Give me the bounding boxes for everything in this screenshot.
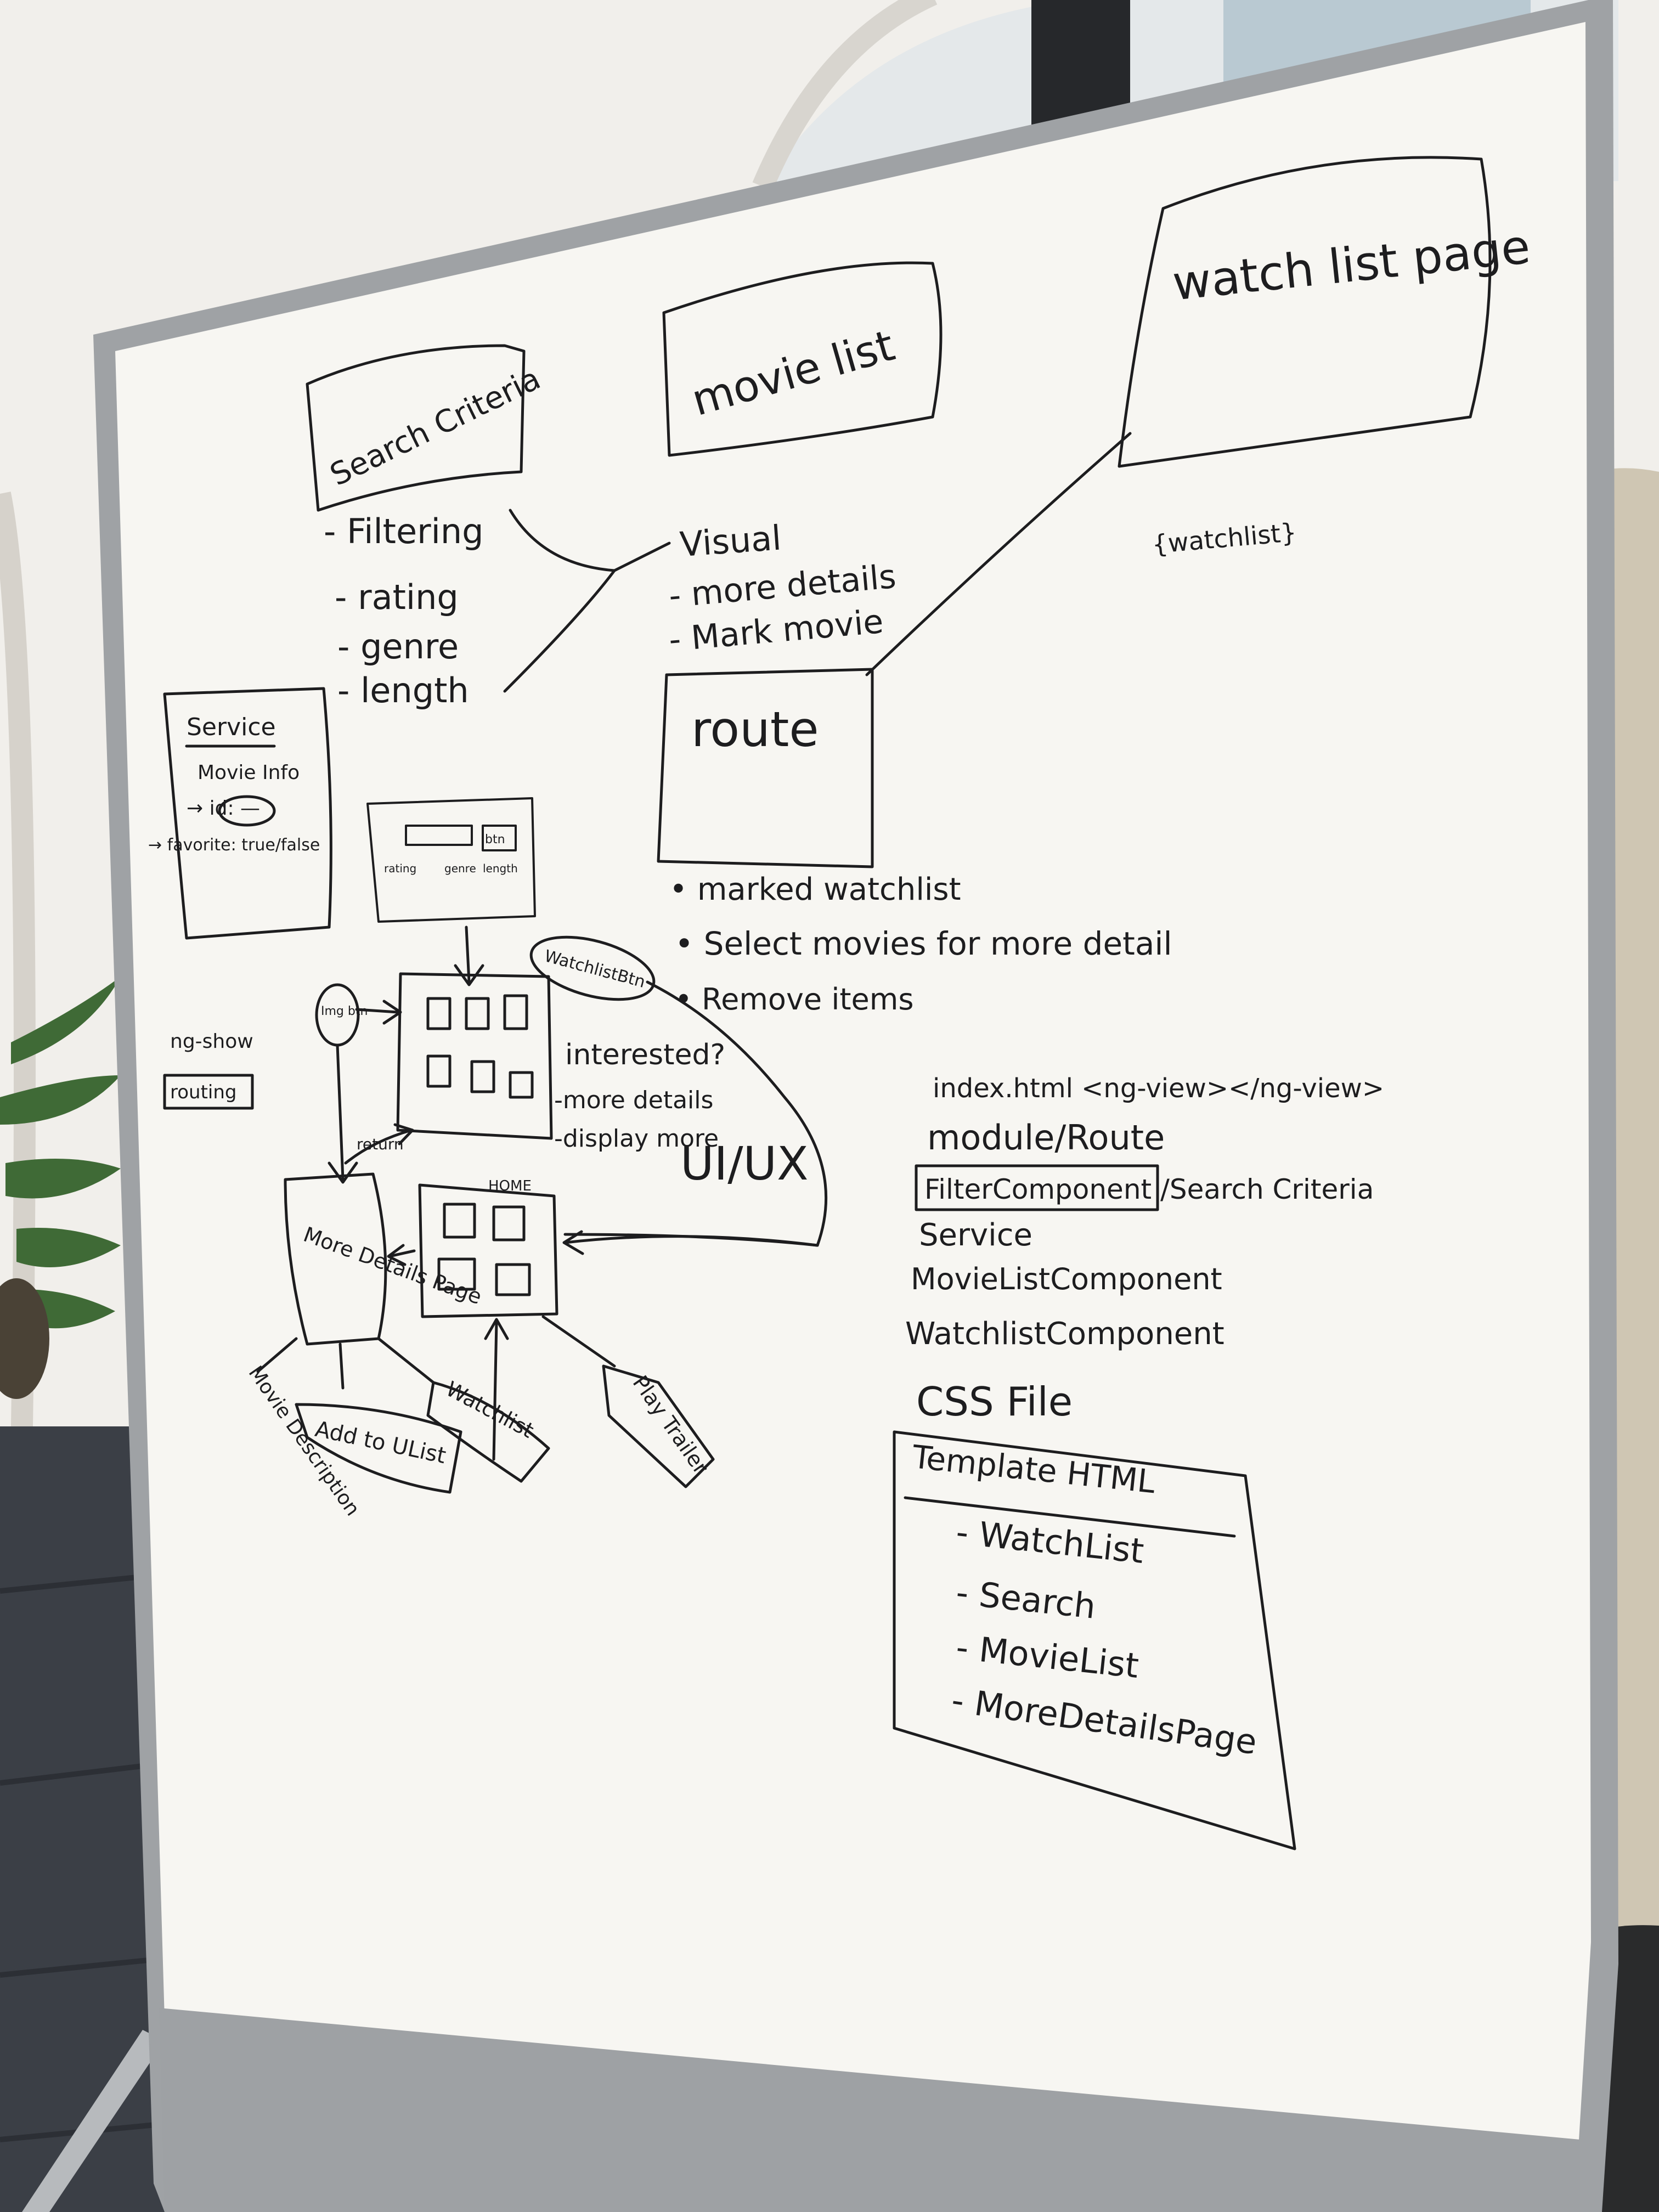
movie-notes: Visual - more details - Mark movie [667,517,898,659]
template-item: - Search [954,1572,1097,1627]
route-note-item: • Select movies for more detail [675,925,1172,962]
play-trailer-label: Play Trailer [628,1371,714,1479]
interest-notes: interested? -more details -display more [554,1039,725,1153]
file-list-item: module/Route [927,1118,1165,1158]
search-note-item: - genre [337,627,459,667]
file-list-item: index.html <ng-view></ng-view> [933,1073,1384,1104]
movie-list-label: movie list [686,321,900,426]
file-list-item: FilterComponent /Search Criteria [924,1173,1374,1205]
whiteboard-surface [115,22,1591,2212]
board-stand [22,2030,165,2212]
search-notes: - Filtering - rating - genre - length [324,511,484,710]
service-box: Service Movie Info → id: — → favorite: t… [148,687,332,940]
movie-grid-sketch [396,972,553,1140]
sketch-search-label: genre [444,862,476,875]
service-line: → favorite: true/false [148,836,320,855]
template-item: - WatchList [954,1512,1146,1572]
ui-ux-label: UI/UX [680,1137,809,1190]
file-list-item: CSS File [916,1379,1073,1425]
search-note-item: - Filtering [324,511,484,551]
ng-show-label: ng-show [170,1030,253,1053]
more-details-label: More Details Page [300,1222,485,1309]
connector-length-to-movie [503,569,616,693]
arrow-uiux-to-home [562,1230,819,1255]
sketch-btn-label: btn [485,833,505,847]
window-molding [752,0,938,191]
add-to-list-label: Add to UList [313,1417,448,1469]
template-html-box: Template HTML - WatchList - Search - Mov… [893,1430,1296,1850]
home-grid-sketch: HOME [418,1178,558,1318]
watch-list-page-box: watch list page [1118,156,1533,468]
arrow-search-to-grid [454,926,484,986]
file-list: index.html <ng-view></ng-view> module/Ro… [905,1073,1384,1425]
arrow-home-to-details [387,1244,416,1266]
template-item: - MovieList [954,1627,1141,1686]
img-btn-bubble: Img btn [315,983,368,1047]
interest-note-item: interested? [565,1039,725,1071]
template-item: - MoreDetailsPage [949,1680,1260,1762]
return-arrow: return [344,1123,414,1165]
route-box: route [657,668,874,868]
movie-list-box: movie list [662,261,943,457]
file-list-item: Service [919,1217,1032,1253]
ng-show-routing: ng-show routing [163,1030,254,1110]
arrow-img-to-details [328,1043,358,1184]
left-arch-molding [0,492,36,1427]
watchlist-btn-bubble: WatchlistBtn [529,935,656,1001]
marker-tray [159,2008,1580,2212]
search-note-item: - rating [335,577,459,617]
sketch-search-label: rating [384,862,416,875]
routing-label: routing [170,1081,237,1103]
play-trailer-box: Play Trailer [541,1315,715,1488]
interest-note-item: -more details [554,1086,713,1114]
search-criteria-box: Search Criteria [306,344,546,512]
template-title: Template HTML [910,1438,1157,1500]
interest-note-item: -display more [554,1125,719,1153]
service-title: Service [187,713,276,741]
watchlist-tag: {watchlist} [1151,517,1298,560]
watchlist-sticker-label: Watchlist [442,1376,538,1443]
route-label: route [691,701,819,758]
arrow-grid-to-img [355,1000,402,1025]
route-note-item: • Remove items [675,982,913,1017]
bag [0,1278,49,1399]
sketch-search-label: length [483,862,518,875]
file-list-item: WatchlistComponent [905,1316,1224,1352]
route-note-item: • marked watchlist [669,872,961,907]
service-line: Movie Info [198,761,300,784]
watch-list-page-label: watch list page [1170,219,1533,312]
connector-search-to-movie [509,509,671,572]
floor-boards [0,1566,231,2142]
route-notes: • marked watchlist • Select movies for m… [669,872,1172,1017]
home-label: HOME [488,1178,532,1194]
connector-watchlist-to-route [865,432,1132,676]
search-wireframe-sketch: btn rating genre length [366,797,536,923]
img-btn-label: Img btn [321,1005,368,1018]
movie-note-item: Visual [679,517,783,565]
search-note-item: - length [337,670,469,710]
service-line: → id: — [187,797,260,820]
file-list-item: MovieListComponent [911,1262,1222,1296]
